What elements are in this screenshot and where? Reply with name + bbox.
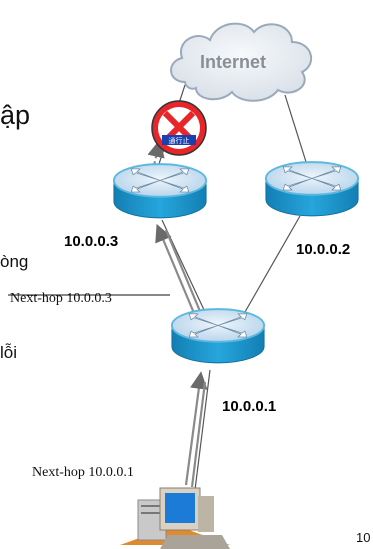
- arrow-pc-to-router1-a: [184, 371, 208, 486]
- router-10-0-0-2-label: 10.0.0.2: [296, 241, 351, 258]
- internet-cloud-icon: [170, 22, 313, 102]
- slide-page-number: 10: [356, 530, 371, 545]
- computer-icon: [120, 487, 230, 549]
- no-entry-sign-text: 通行止: [169, 136, 190, 145]
- arrow-pc-to-router1-b: [190, 381, 207, 488]
- no-entry-sign-icon: 通行止: [151, 100, 207, 156]
- router-10-0-0-3-label: 10.0.0.3: [64, 233, 119, 250]
- arrow-router1-to-router3-a: [155, 223, 198, 319]
- arrow-router1-to-router3-b: [164, 229, 204, 317]
- next-hop-upper-label: Next-hop 10.0.0.3: [10, 291, 112, 306]
- slide-text-fragment-long: òng: [0, 252, 29, 271]
- slide-text-fragment-loi: lỗi: [0, 343, 18, 362]
- slide-text-fragment-lap: ập: [0, 100, 31, 130]
- router-10-0-0-3-icon: [112, 163, 208, 219]
- arrow-router3-to-cloud: [147, 139, 165, 171]
- router-10-0-0-1-label: 10.0.0.1: [222, 398, 277, 415]
- internet-label: Internet: [200, 52, 267, 72]
- link-router2-cloud: [284, 94, 308, 166]
- router-10-0-0-1-icon: [170, 308, 266, 364]
- link-pc-router1: [194, 369, 211, 491]
- next-hop-lower-label: Next-hop 10.0.0.1: [32, 465, 134, 480]
- router-10-0-0-2-icon: [264, 161, 360, 217]
- traffic-arrows: [147, 139, 208, 488]
- link-router1-router2: [244, 215, 301, 313]
